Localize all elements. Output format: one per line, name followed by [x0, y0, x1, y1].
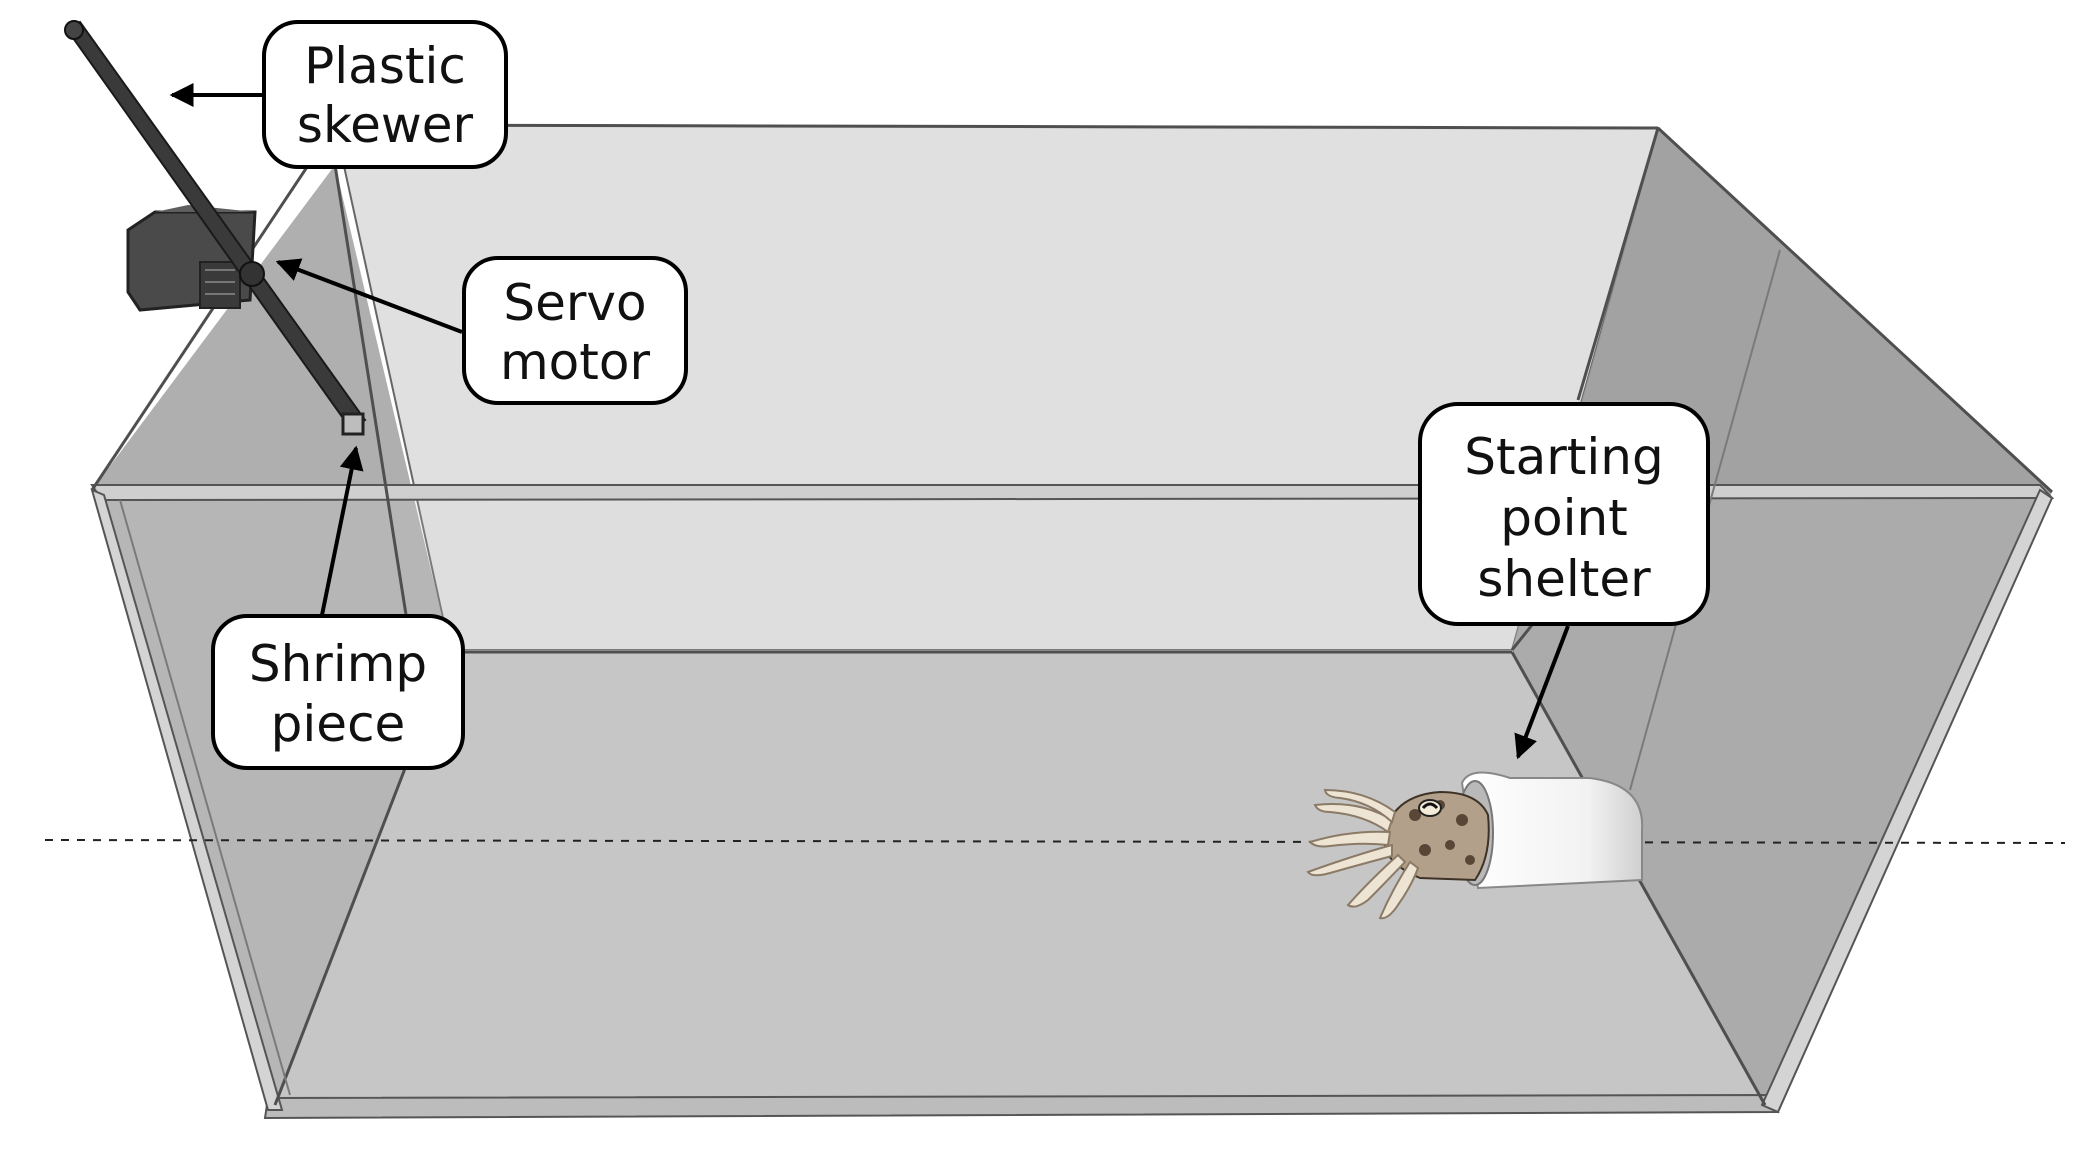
callout-shelter: Starting point shelter	[1418, 402, 1710, 626]
callout-shrimp-piece: Shrimp piece	[211, 614, 465, 770]
label-piece: piece	[271, 695, 406, 753]
label-starting: Starting	[1464, 428, 1663, 486]
callout-plastic-skewer: Plastic skewer	[262, 20, 508, 169]
tank-floor	[275, 650, 1765, 1110]
arrow-shelter	[1514, 625, 1570, 760]
label-motor: motor	[500, 333, 650, 391]
arrow-servo-motor	[275, 258, 463, 334]
callout-arrows	[169, 83, 1570, 760]
label-skewer: skewer	[297, 96, 474, 154]
label-shelter: shelter	[1477, 550, 1651, 608]
label-shrimp: Shrimp	[249, 635, 427, 693]
label-servo: Servo	[503, 274, 646, 332]
tank-left-front-edge	[90, 488, 284, 1111]
tank-bottom-rim	[263, 1093, 1780, 1120]
tank-right-front-edge	[1760, 488, 2054, 1114]
label-plastic: Plastic	[304, 37, 466, 95]
tank-front-glass	[92, 490, 2040, 1110]
callout-servo-motor: Servo motor	[462, 256, 688, 405]
tank-right-wall	[1512, 128, 2052, 1105]
shrimp-piece	[341, 412, 365, 436]
cuttlefish-icon	[1306, 788, 1490, 920]
reference-dashed-line	[44, 839, 2066, 844]
label-point: point	[1500, 489, 1628, 547]
feeding-apparatus	[64, 20, 367, 436]
arrow-shrimp-piece	[320, 445, 364, 616]
plastic-skewer	[64, 20, 367, 430]
